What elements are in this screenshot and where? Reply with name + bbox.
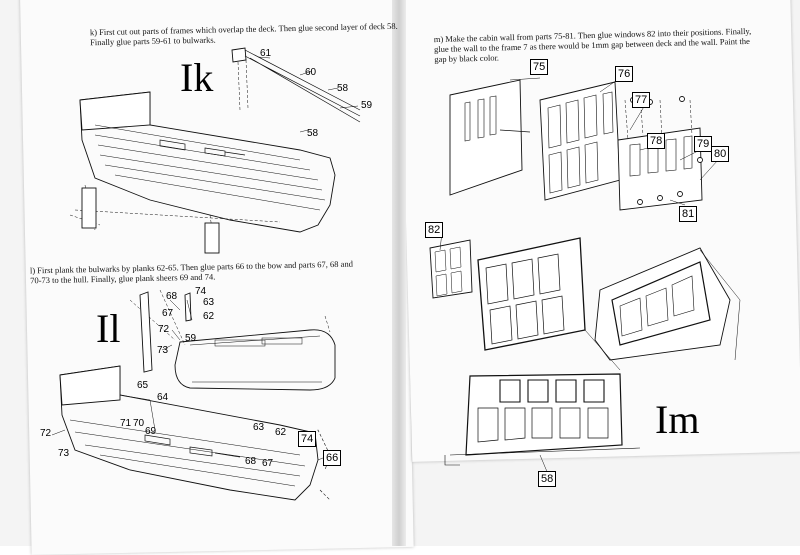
callout-l-72b: 72: [40, 428, 52, 439]
callout-l-70: 70: [133, 418, 145, 429]
callout-l-67b: 67: [262, 458, 274, 469]
step-k-label: Ik: [180, 55, 214, 100]
callout-m-58: 58: [538, 471, 557, 487]
callout-k-61: 61: [260, 48, 272, 59]
callout-l-73b: 73: [58, 448, 70, 459]
deck-plan-drawing-l: [129, 289, 336, 391]
callout-m-76: 76: [615, 66, 634, 82]
callout-l-68b: 68: [245, 456, 257, 467]
callout-m-81: 81: [679, 206, 698, 222]
callout-m-75: 75: [530, 59, 549, 75]
callout-l-62b: 62: [275, 427, 287, 438]
callout-l-74b: 74: [298, 431, 317, 447]
hull-drawing-l: [59, 365, 331, 501]
callout-k-60: 60: [305, 67, 317, 78]
window-frames-82: [429, 239, 473, 299]
callout-l-73: 73: [157, 345, 169, 356]
callout-k-58: 58: [337, 83, 349, 94]
callout-m-80: 80: [711, 146, 730, 162]
hull-drawing-k: [69, 47, 361, 254]
callout-l-67: 67: [162, 308, 174, 319]
callout-l-71: 71: [120, 418, 132, 429]
callout-m-78: 78: [647, 133, 666, 149]
callout-l-69: 69: [145, 426, 157, 437]
callout-l-65: 65: [137, 380, 149, 391]
step-m-label: Im: [655, 397, 700, 442]
callout-l-63: 63: [203, 297, 215, 308]
callout-k-58b: 58: [307, 128, 319, 139]
step-l-label: Il: [96, 306, 121, 351]
callout-m-79: 79: [694, 136, 713, 152]
callout-m-77: 77: [632, 92, 651, 108]
callout-l-66: 66: [323, 450, 342, 466]
callout-m-82: 82: [425, 222, 444, 238]
book-gutter: [392, 0, 406, 546]
cabin-wall-parts-m: [449, 79, 703, 211]
callout-k-59: 59: [361, 100, 373, 111]
callout-l-62: 62: [203, 311, 215, 322]
finished-cabin-wall: [444, 373, 641, 466]
callout-l-59: 59: [185, 333, 197, 344]
callout-l-74: 74: [195, 286, 207, 297]
callout-l-68: 68: [166, 291, 178, 302]
cabin-wall-assembly-1: [477, 237, 586, 351]
cabin-wall-assembly-2: [584, 247, 741, 371]
callout-l-64: 64: [157, 392, 169, 403]
callout-l-63b: 63: [253, 422, 265, 433]
callout-l-72: 72: [158, 324, 170, 335]
